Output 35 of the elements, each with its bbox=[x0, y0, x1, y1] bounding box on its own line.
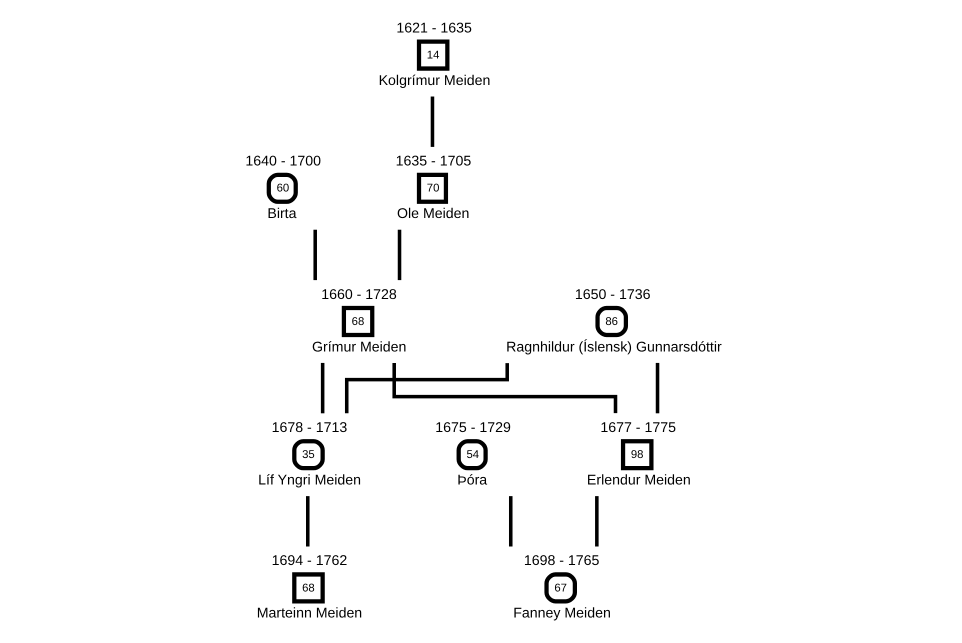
node-label: Marteinn Meiden bbox=[256, 606, 362, 622]
node-label: Kolgrímur Meiden bbox=[378, 72, 490, 89]
connector bbox=[508, 496, 513, 546]
connector bbox=[656, 362, 660, 414]
node-label: Ragnhildur (Íslensk) Gunnarsdóttir bbox=[506, 339, 722, 356]
connector bbox=[595, 496, 599, 546]
node-box-text: 68 bbox=[292, 572, 325, 604]
connector bbox=[398, 230, 402, 280]
node-box-text: 68 bbox=[342, 306, 374, 338]
connector bbox=[344, 363, 509, 414]
node-box-text: 14 bbox=[416, 40, 450, 71]
node-label: 1675 - 1729 bbox=[435, 420, 511, 436]
node-label: Grímur Meiden bbox=[312, 339, 406, 356]
node-label: 1694 - 1762 bbox=[272, 553, 348, 570]
connector bbox=[306, 496, 310, 546]
node-label: Ole Meiden bbox=[397, 206, 470, 222]
node-label: 1660 - 1728 bbox=[321, 286, 397, 303]
node-label: 1678 - 1713 bbox=[272, 420, 348, 436]
node-label: 1650 - 1736 bbox=[574, 286, 650, 303]
node-label: 1698 - 1765 bbox=[524, 553, 600, 570]
connector bbox=[320, 362, 324, 414]
node-label: Líf Yngri Meiden bbox=[258, 472, 361, 488]
node-label: Þóra bbox=[457, 472, 488, 488]
node-label: 1635 - 1705 bbox=[396, 154, 472, 170]
node-box-text: 98 bbox=[620, 439, 654, 470]
node-label: Birta bbox=[267, 206, 296, 222]
node-label: 1640 - 1700 bbox=[245, 154, 321, 170]
node-label: Erlendur Meiden bbox=[586, 472, 691, 488]
node-label: Fanney Meiden bbox=[513, 606, 611, 622]
node-box-text: 70 bbox=[416, 172, 448, 204]
node-label: 1621 - 1635 bbox=[396, 20, 472, 36]
connector bbox=[430, 96, 434, 147]
connector bbox=[392, 363, 618, 414]
connector bbox=[313, 230, 317, 280]
node-label: 1677 - 1775 bbox=[600, 420, 676, 436]
